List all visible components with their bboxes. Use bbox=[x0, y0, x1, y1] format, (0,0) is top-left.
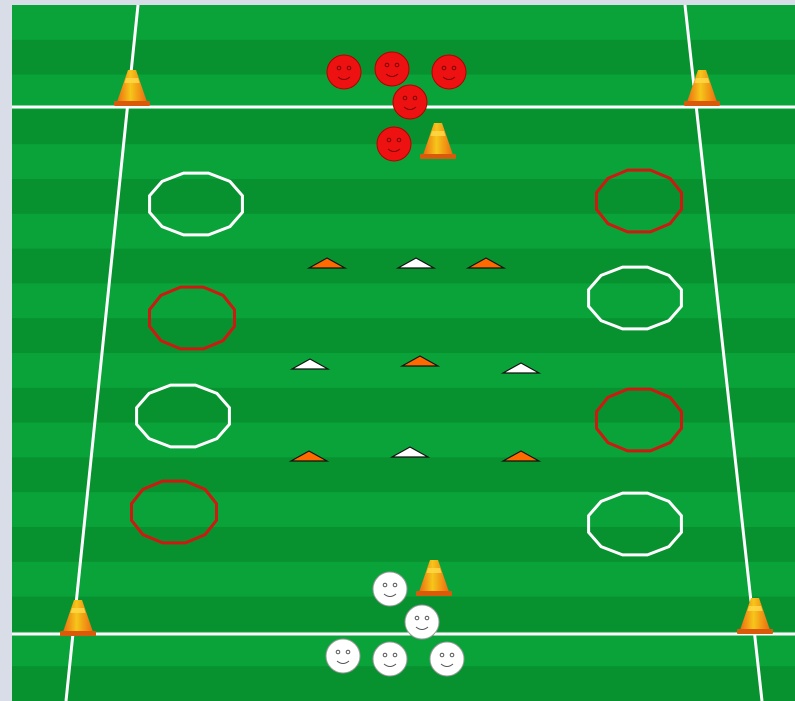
red-player-icon bbox=[393, 85, 427, 119]
white-player-icon bbox=[373, 572, 407, 606]
player-body bbox=[393, 85, 427, 119]
grass-stripe bbox=[12, 527, 795, 562]
red-player-icon bbox=[377, 127, 411, 161]
player-body bbox=[327, 55, 361, 89]
red-player-icon bbox=[375, 52, 409, 86]
red-player-icon bbox=[432, 55, 466, 89]
player-body bbox=[405, 605, 439, 639]
grass-stripe bbox=[12, 666, 795, 701]
player-body bbox=[375, 52, 409, 86]
white-player-icon bbox=[405, 605, 439, 639]
red-player-icon bbox=[327, 55, 361, 89]
grass-stripe bbox=[12, 5, 795, 40]
grass-stripe bbox=[12, 353, 795, 388]
white-player-icon bbox=[373, 642, 407, 676]
player-body bbox=[373, 642, 407, 676]
white-player-icon bbox=[430, 642, 464, 676]
player-body bbox=[377, 127, 411, 161]
player-body bbox=[326, 639, 360, 673]
player-body bbox=[432, 55, 466, 89]
grass-stripe bbox=[12, 214, 795, 249]
grass-stripe bbox=[12, 179, 795, 214]
grass-stripe bbox=[12, 283, 795, 318]
grass-stripe bbox=[12, 318, 795, 353]
white-player-icon bbox=[326, 639, 360, 673]
player-body bbox=[430, 642, 464, 676]
grass-stripe bbox=[12, 597, 795, 632]
grass-stripe bbox=[12, 457, 795, 492]
player-body bbox=[373, 572, 407, 606]
